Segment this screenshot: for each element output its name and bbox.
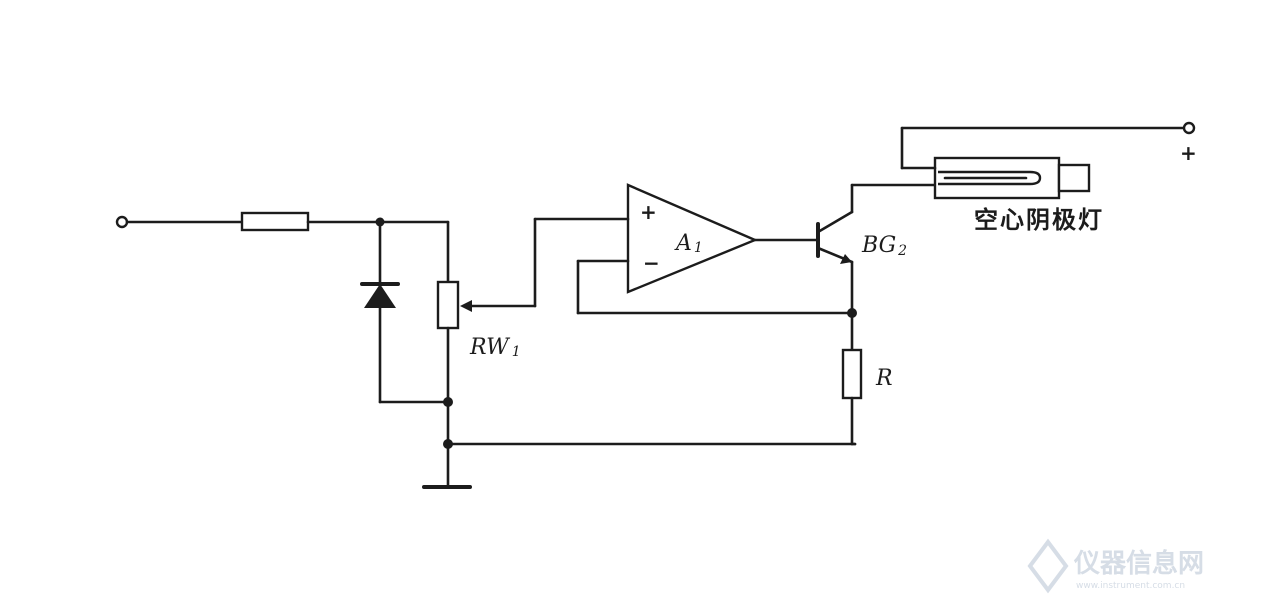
potentiometer-rw1: [436, 220, 537, 404]
transistor-bg2: [816, 183, 937, 318]
series-resistor: [240, 211, 310, 232]
resistor-r-body: [841, 348, 863, 400]
emitter-arrow: [840, 254, 852, 264]
opamp-plus-sign: +: [640, 200, 657, 224]
watermark: 仪器信息网 www.instrument.com.cn: [1027, 538, 1204, 594]
supply-plus-sign: +: [1180, 141, 1197, 165]
opamp-a1: [533, 183, 857, 315]
hollow-cathode-lamp: [900, 126, 1187, 200]
supply-terminal-circle: [1182, 121, 1196, 135]
lamp-label: 空心阴极灯: [974, 206, 1104, 234]
watermark-text: 仪器信息网: [1073, 548, 1204, 579]
input-section: [115, 211, 450, 232]
transistor-collector: [816, 210, 854, 234]
resistor-r: [841, 311, 863, 446]
watermark-url: www.instrument.com.cn: [1076, 581, 1185, 591]
input-terminal: [115, 215, 129, 229]
r-label: R: [875, 366, 893, 391]
wiper-arrow: [460, 300, 472, 312]
potentiometer-body: [436, 280, 460, 330]
zener-diode: [360, 217, 400, 404]
zener-triangle: [364, 284, 396, 308]
opamp-triangle: [626, 183, 759, 294]
lamp-electrode: [938, 170, 1042, 186]
supply-terminal: [1182, 121, 1196, 135]
ground-rail: [378, 397, 857, 489]
watermark-logo-icon: [1027, 538, 1069, 594]
opamp-minus-sign: −: [643, 251, 660, 275]
lamp-window: [1057, 163, 1091, 193]
